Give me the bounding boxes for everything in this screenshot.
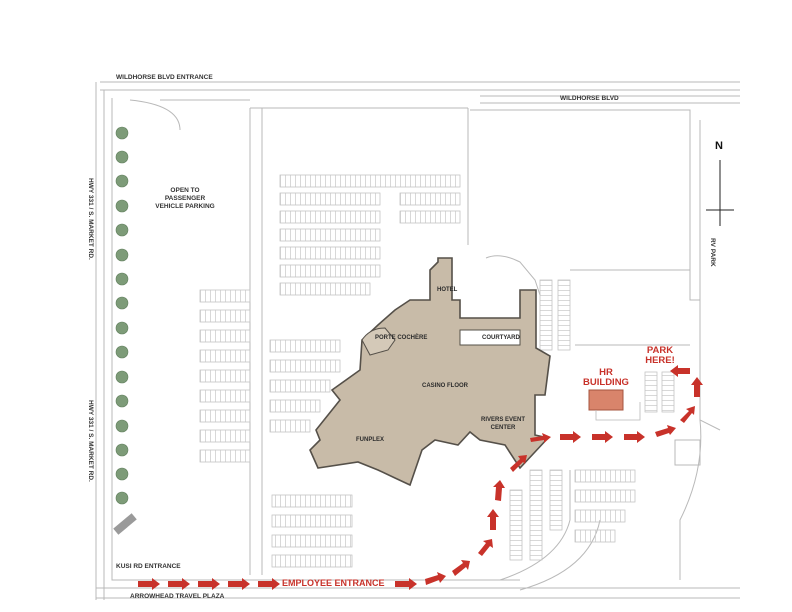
trees xyxy=(115,126,129,505)
courtyard-area xyxy=(459,329,521,346)
label-casino-floor: CASINO FLOOR xyxy=(422,383,468,389)
label-hotel: HOTEL xyxy=(437,287,458,293)
label-arrowhead: ARROWHEAD TRAVEL PLAZA xyxy=(130,593,225,600)
hr-building-annex xyxy=(595,402,641,421)
label-wildhorse-blvd: WILDHORSE BLVD xyxy=(560,95,619,102)
label-hwy-upper: HWY 331 / S. MARKET RD. xyxy=(87,178,94,260)
employee-route xyxy=(138,365,703,590)
porte-cochere-area xyxy=(361,327,396,356)
label-rivers-event-center: RIVERS EVENT CENTER xyxy=(480,417,525,431)
sign-marker xyxy=(113,513,137,535)
parking-lots xyxy=(199,174,675,568)
north-label: N xyxy=(715,140,723,152)
label-open-parking: OPEN TO PASSENGER VEHICLE PARKING xyxy=(155,187,215,210)
label-funplex: FUNPLEX xyxy=(356,437,385,443)
label-park-here: PARK HERE! xyxy=(645,345,675,366)
building-outline xyxy=(485,255,541,296)
label-employee-entrance: EMPLOYEE ENTRANCE xyxy=(282,578,385,588)
label-hwy-lower: HWY 331 / S. MARKET RD. xyxy=(87,400,94,482)
label-wildhorse-entrance: WILDHORSE BLVD ENTRANCE xyxy=(116,74,213,81)
label-rv-park: RV PARK xyxy=(709,238,716,267)
north-arrow-icon xyxy=(706,160,734,226)
label-hr-building: HR BUILDING xyxy=(583,367,629,388)
hr-building xyxy=(588,389,624,411)
label-kusi-entrance: KUSI RD ENTRANCE xyxy=(116,563,181,570)
label-courtyard: COURTYARD xyxy=(482,335,520,341)
roads xyxy=(95,81,740,600)
label-porte-cochere: PORTE COCHÈRE xyxy=(375,335,428,341)
